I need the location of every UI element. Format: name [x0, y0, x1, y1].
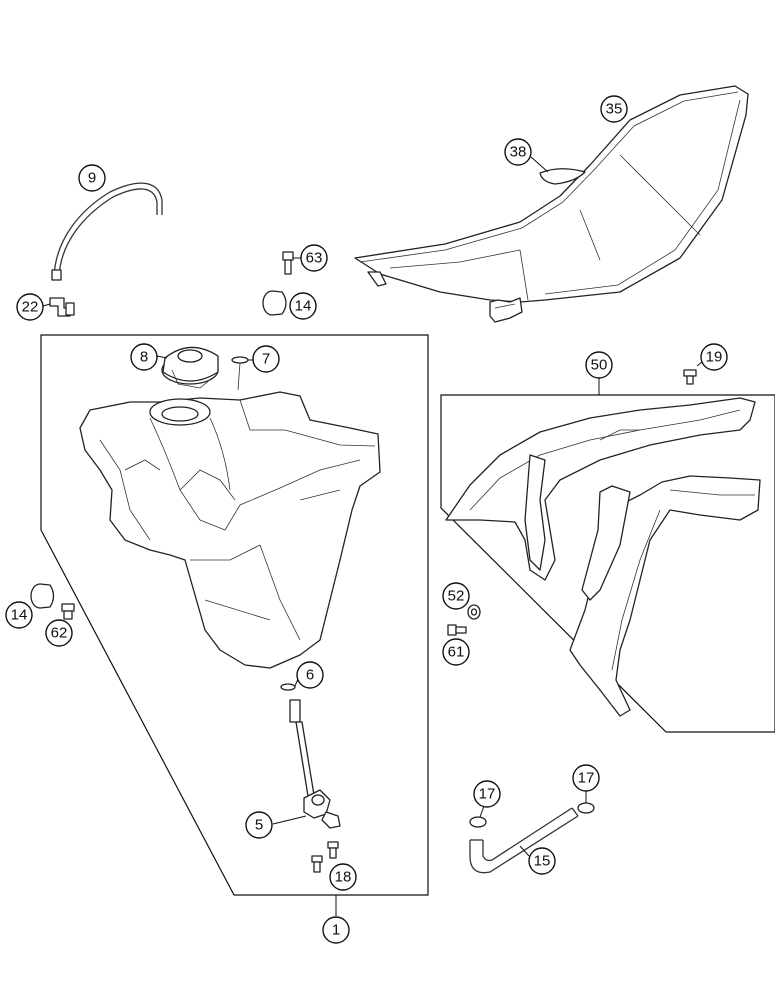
tank-assembly-frame: [40, 334, 429, 896]
callout-14-top-label: 14: [295, 298, 312, 315]
callout-7: 7: [252, 345, 280, 373]
screw: [231, 356, 249, 391]
callout-14-top: 14: [289, 292, 317, 320]
shroud-assembly-frame: [440, 394, 775, 733]
callout-35: 35: [600, 95, 628, 123]
leader-38: [530, 156, 549, 173]
callout-62-label: 62: [51, 625, 68, 642]
callout-38-label: 38: [510, 144, 527, 161]
callout-5-label: 5: [255, 817, 263, 834]
shroud-screw: [683, 369, 697, 385]
callout-50-label: 50: [591, 357, 608, 374]
shroud-screw: [447, 624, 467, 636]
tank-cap: [161, 346, 219, 389]
callout-9-label: 9: [88, 170, 96, 187]
fuel-line: [469, 807, 579, 874]
callout-18: 18: [329, 863, 357, 891]
callout-14-left-label: 14: [11, 607, 28, 624]
o-ring: [280, 683, 296, 691]
callout-63: 63: [300, 244, 328, 272]
leader-5: [272, 815, 307, 825]
hose-fitting: [49, 297, 75, 317]
callout-15-label: 15: [534, 853, 551, 870]
leader-19: [696, 361, 703, 367]
radiator-shroud: [445, 397, 761, 717]
breather-hose: [51, 182, 163, 281]
leader-15: [519, 845, 530, 857]
callout-61-label: 61: [448, 644, 465, 661]
spacer: [262, 290, 287, 316]
callout-14-left: 14: [5, 601, 33, 629]
callout-7-label: 7: [262, 351, 270, 368]
callout-15: 15: [528, 847, 556, 875]
callout-8-label: 8: [140, 349, 148, 366]
callout-62: 62: [45, 619, 73, 647]
callout-18-label: 18: [335, 869, 352, 886]
leader-8: [156, 355, 168, 359]
callout-1: 1: [322, 916, 350, 944]
screw: [311, 841, 339, 873]
washer: [467, 604, 481, 620]
seat: [354, 85, 749, 323]
callout-63-label: 63: [306, 250, 323, 267]
callout-19-label: 19: [706, 349, 723, 366]
callout-61: 61: [442, 638, 470, 666]
callout-17-right: 17: [572, 764, 600, 792]
callout-19: 19: [700, 343, 728, 371]
screw: [282, 251, 294, 275]
spacer: [30, 583, 55, 609]
callout-38: 38: [504, 138, 532, 166]
fuel-tap: [289, 699, 341, 829]
callout-6: 6: [296, 661, 324, 689]
hose-clamp: [469, 802, 595, 828]
callout-52: 52: [442, 582, 470, 610]
callout-1-label: 1: [332, 922, 340, 939]
callout-6-label: 6: [306, 667, 314, 684]
callout-52-label: 52: [448, 588, 465, 605]
callout-22: 22: [16, 293, 44, 321]
callout-22-label: 22: [22, 299, 39, 316]
callout-5: 5: [245, 811, 273, 839]
callout-17-left: 17: [473, 780, 501, 808]
fuel-tank: [79, 391, 381, 669]
callout-8: 8: [130, 343, 158, 371]
callout-17-right-label: 17: [578, 770, 595, 787]
screw: [61, 603, 75, 620]
callout-17-left-label: 17: [479, 786, 496, 803]
leader-22: [42, 303, 51, 307]
callout-35-label: 35: [606, 101, 623, 118]
leader-17a: [479, 805, 485, 818]
callout-50: 50: [585, 351, 613, 379]
callout-9: 9: [78, 164, 106, 192]
